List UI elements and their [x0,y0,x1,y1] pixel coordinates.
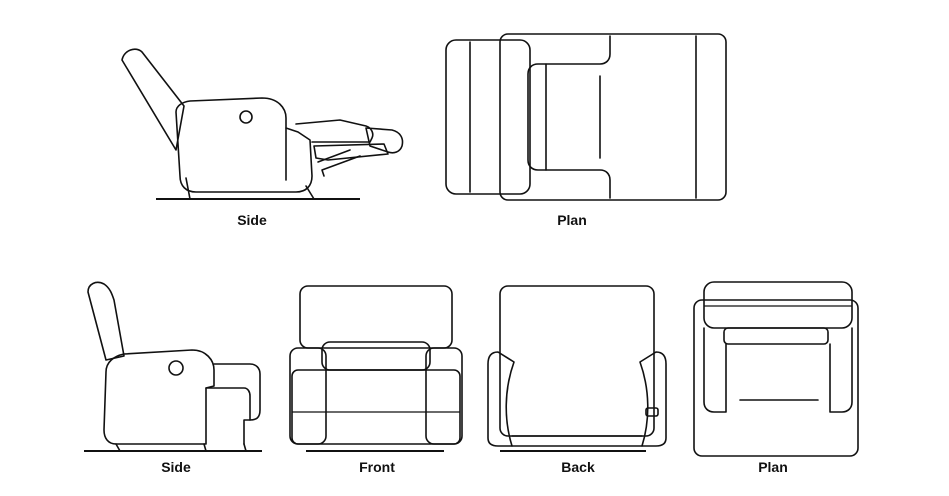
plan-reclined-view [445,33,727,201]
side-view [84,281,262,452]
view-label-side-reclined: Side [237,212,267,228]
side-reclined-view [121,48,404,200]
back-view [487,285,667,452]
view-label-back: Back [561,459,595,475]
view-label-side: Side [161,459,191,475]
plan-view [693,281,859,457]
view-label-plan: Plan [758,459,788,475]
view-label-front: Front [359,459,395,475]
view-label-plan-reclined: Plan [557,212,587,228]
front-view [289,285,463,452]
